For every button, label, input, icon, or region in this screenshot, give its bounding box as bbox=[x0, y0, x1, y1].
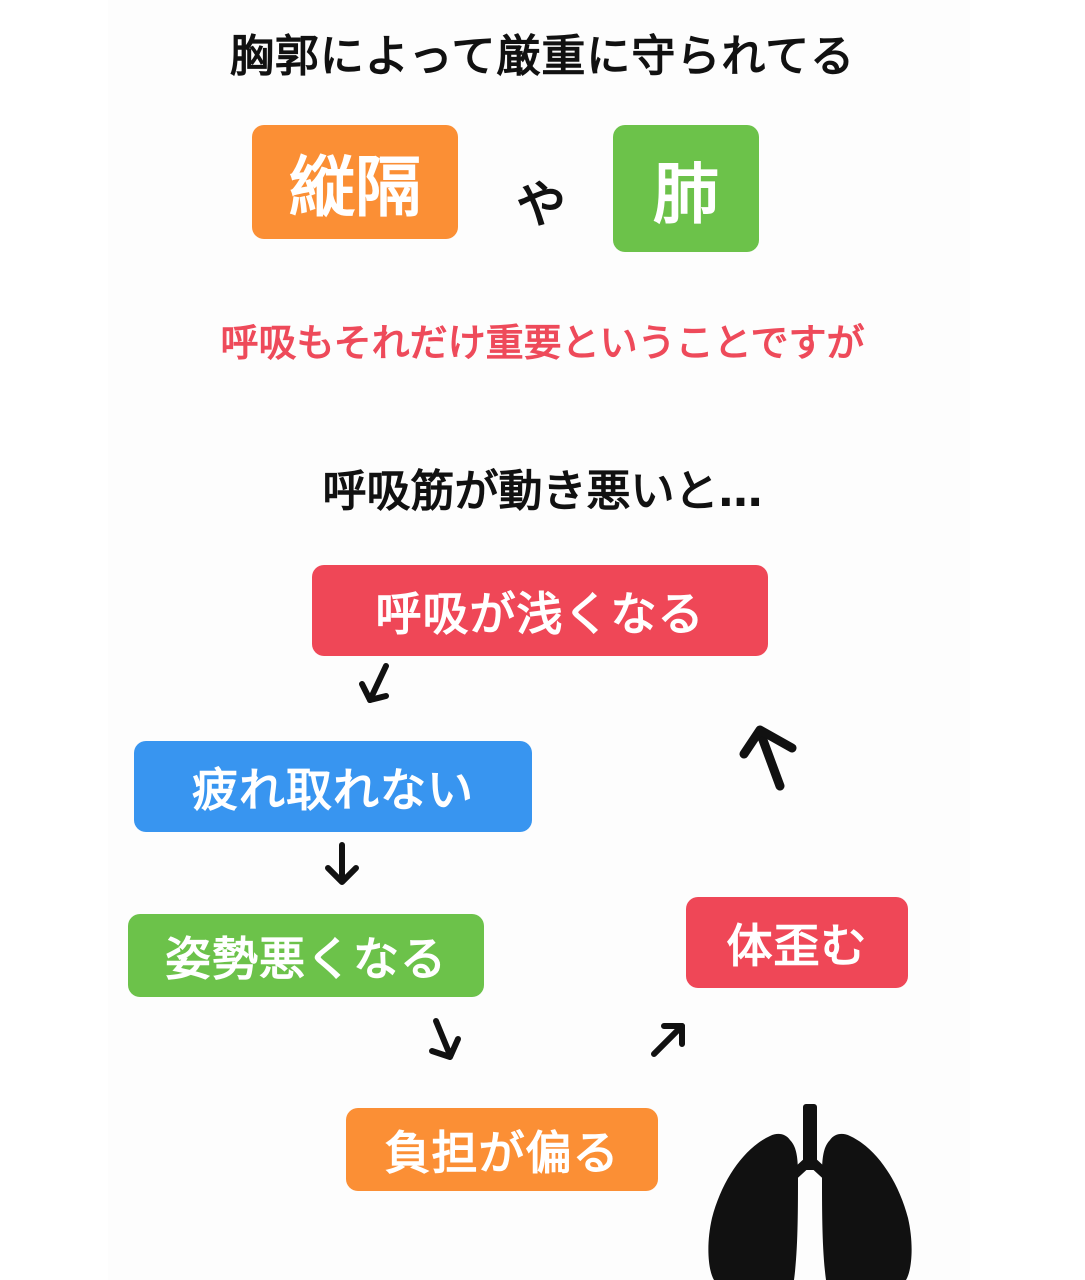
arrow-down-right-icon bbox=[429, 1018, 461, 1060]
middle-heading: 呼吸筋が動き悪いと… bbox=[322, 466, 763, 517]
connector-text: や bbox=[516, 176, 566, 234]
flow-shallow-breathing: 呼吸が浅くなる bbox=[312, 565, 768, 656]
flow-bad-posture: 姿勢悪くなる bbox=[128, 914, 484, 997]
arrow-down-left-icon bbox=[359, 663, 389, 703]
arrow-down-icon bbox=[325, 842, 359, 885]
top-heading: 胸郭によって厳重に守られてる bbox=[229, 31, 856, 82]
flow-uneven-burden: 負担が偏る bbox=[346, 1108, 658, 1191]
flow-fatigue: 疲れ取れない bbox=[134, 741, 532, 832]
lung-box: 肺 bbox=[613, 125, 759, 252]
arrow-up-right-icon bbox=[651, 1023, 685, 1057]
subtitle: 呼吸もそれだけ重要ということですが bbox=[220, 321, 865, 365]
mediastinum-box: 縦隔 bbox=[252, 125, 458, 239]
lungs-icon bbox=[708, 1104, 912, 1280]
arrow-up-left-icon bbox=[739, 725, 797, 791]
flow-body-distortion: 体歪む bbox=[686, 897, 908, 988]
